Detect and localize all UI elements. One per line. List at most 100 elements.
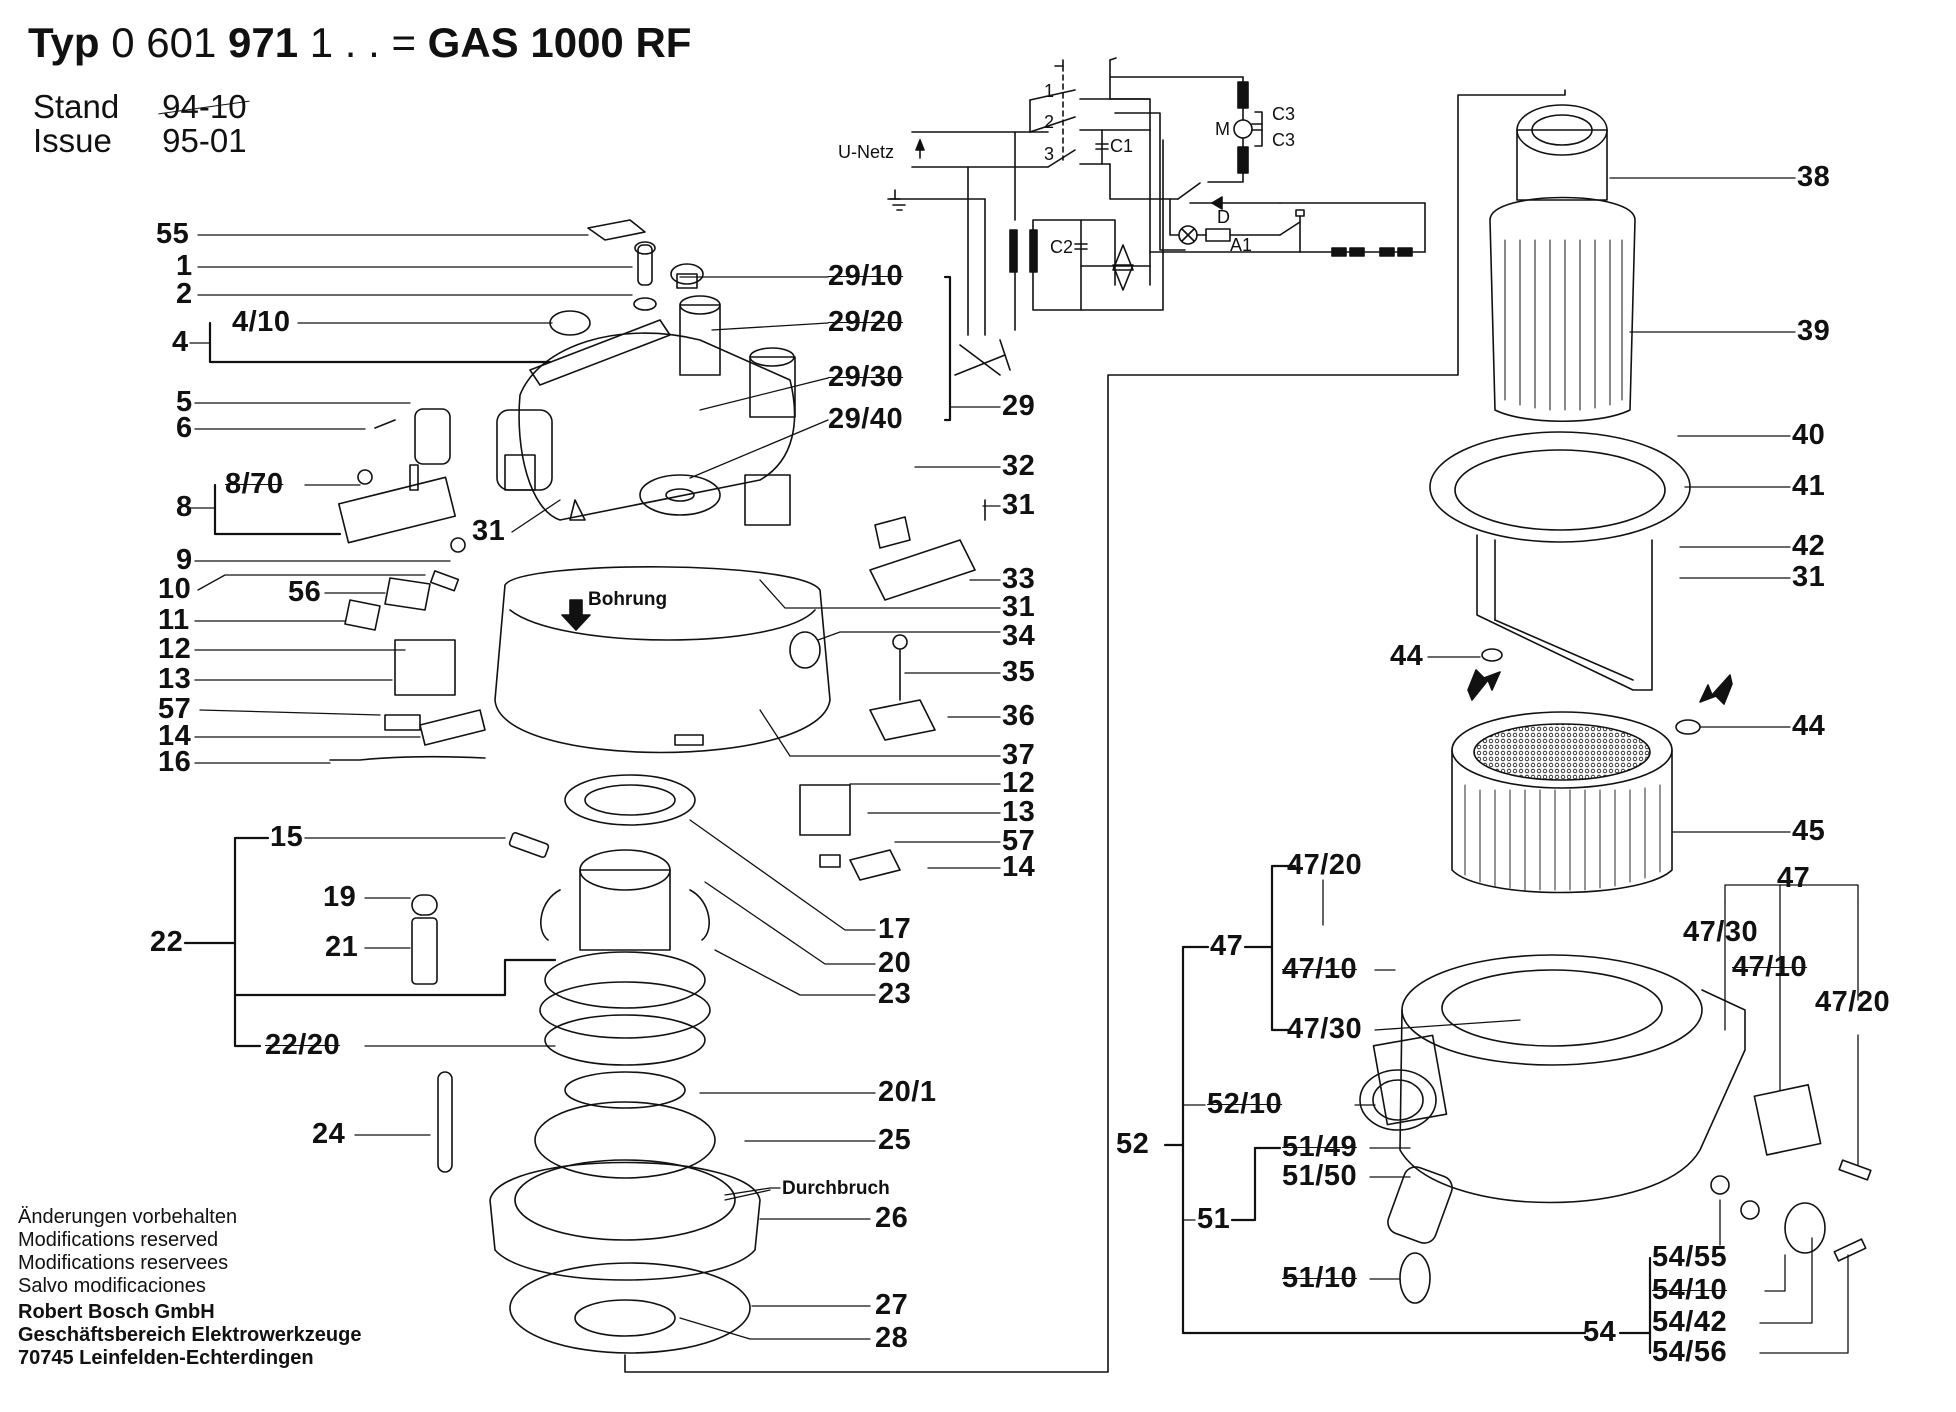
part-label: 23 — [878, 978, 912, 1010]
part-label: 5 — [176, 386, 193, 418]
issue-value: 95-01 — [162, 122, 247, 159]
part-label: 47/10 — [1732, 951, 1808, 983]
footer-line: Modifications reserved — [18, 1229, 219, 1251]
part-label: 38 — [1797, 161, 1831, 193]
stand-value: 94-10 — [162, 88, 247, 125]
part-label: 51/50 — [1282, 1160, 1358, 1192]
part-label: 11 — [158, 604, 190, 636]
part-label: 47/20 — [1815, 986, 1891, 1018]
company-division: Geschäftsbereich Elektrowerkzeuge — [18, 1324, 362, 1346]
company-address: 70745 Leinfelden-Echterdingen — [18, 1347, 314, 1369]
part-label: 54/10 — [1652, 1274, 1728, 1306]
stand-row: Stand 94-10 — [33, 90, 247, 123]
part-label: 47/20 — [1287, 849, 1363, 881]
model-name: GAS 1000 RF — [427, 19, 692, 66]
durchbruch-annotation: Durchbruch — [782, 1178, 890, 1199]
part-label: 27 — [875, 1289, 909, 1321]
motor-assembly — [438, 832, 760, 1353]
part-label: 31 — [1002, 591, 1036, 623]
part-label: 26 — [875, 1202, 909, 1234]
part-label: 35 — [1002, 656, 1036, 688]
part-label: 25 — [878, 1124, 912, 1156]
motor-label: M — [1215, 119, 1230, 139]
part-label: 15 — [270, 821, 304, 853]
part-label: 52/10 — [1207, 1088, 1283, 1120]
part-label: 33 — [1002, 563, 1036, 595]
part-label: 47 — [1210, 930, 1244, 962]
part-label: 52 — [1116, 1128, 1150, 1160]
typ-suffix: 1 . . = — [309, 19, 416, 66]
part-label: 55 — [156, 218, 190, 250]
footer-line: Salvo modificaciones — [18, 1275, 206, 1297]
motor-housing-lower — [495, 567, 830, 825]
bohrung-annotation: Bohrung — [588, 589, 668, 610]
part-label: 8 — [176, 491, 193, 523]
capacitor-c3-top-label: C3 — [1272, 104, 1296, 124]
part-label: 34 — [1002, 620, 1036, 652]
motor-housing-top — [497, 220, 795, 525]
part-label: 29/20 — [828, 306, 904, 338]
capacitor-c2-label: C2 — [1050, 237, 1074, 257]
part-label: 9 — [176, 544, 193, 576]
leader-lines — [185, 178, 1858, 1353]
part-label: 13 — [1002, 796, 1036, 828]
part-label: 44 — [1792, 710, 1826, 742]
part-label: 12 — [1002, 767, 1036, 799]
footer-line: Änderungen vorbehalten — [18, 1206, 238, 1228]
part-label: 16 — [158, 746, 192, 778]
part-label: 13 — [158, 663, 192, 695]
part-label: 6 — [176, 412, 193, 444]
part-label: 4/10 — [232, 306, 291, 338]
small-parts-left — [330, 409, 985, 984]
part-label: 31 — [1002, 489, 1036, 521]
part-label: 14 — [158, 720, 192, 752]
part-label: 10 — [158, 573, 192, 605]
part-label: 17 — [878, 913, 912, 945]
part-label: 51 — [1197, 1203, 1231, 1235]
part-label: 47/10 — [1282, 953, 1358, 985]
part-label: 47/30 — [1287, 1013, 1363, 1045]
switch-1-label: 1 — [1044, 81, 1055, 101]
document-title: Typ 0 601 971 1 . . = GAS 1000 RF — [28, 22, 691, 64]
footer-line: Modifications reservees — [18, 1252, 229, 1274]
company-name: Robert Bosch GmbH — [18, 1301, 215, 1323]
part-label: 51/10 — [1282, 1262, 1358, 1294]
part-label: 28 — [875, 1322, 909, 1354]
switch-2-label: 2 — [1044, 112, 1055, 132]
part-label: 32 — [1002, 450, 1036, 482]
footer-notice: Änderungen vorbehalten Modifications res… — [18, 1206, 361, 1370]
filter-and-container — [1360, 105, 1871, 1303]
typ-number-bold: 971 — [228, 19, 299, 66]
part-label: 20/1 — [878, 1076, 937, 1108]
part-label: 19 — [323, 881, 357, 913]
part-label: 47/30 — [1683, 916, 1759, 948]
part-label: 31 — [1792, 561, 1826, 593]
part-label: 29/40 — [828, 403, 904, 435]
typ-label: Typ — [28, 19, 100, 66]
capacitor-c1-label: C1 — [1110, 136, 1134, 156]
diode-label: D — [1217, 207, 1230, 227]
issue-label: Issue — [33, 122, 112, 159]
part-label: 39 — [1797, 315, 1831, 347]
part-label: 12 — [158, 633, 192, 665]
a1-label: A1 — [1230, 235, 1253, 255]
part-label: 51/49 — [1282, 1131, 1358, 1163]
part-label: 54/56 — [1652, 1336, 1728, 1368]
capacitor-c3-bottom-label: C3 — [1272, 130, 1296, 150]
supply-label: U-Netz — [838, 142, 895, 162]
part-label: 29/10 — [828, 260, 904, 292]
part-label: 31 — [472, 515, 506, 547]
part-label: 21 — [325, 931, 359, 963]
part-label: 29/30 — [828, 361, 904, 393]
part-label: 54/42 — [1652, 1306, 1728, 1338]
assembly-leader — [625, 90, 1565, 1372]
issue-row: Issue 95-01 — [33, 124, 247, 157]
part-label: 41 — [1792, 470, 1826, 502]
part-label: 2 — [176, 278, 193, 310]
part-label: 1 — [176, 250, 193, 282]
part-label: 40 — [1792, 419, 1826, 451]
stand-label: Stand — [33, 88, 120, 125]
part-label: 37 — [1002, 739, 1036, 771]
part-label: 29 — [1002, 390, 1036, 422]
